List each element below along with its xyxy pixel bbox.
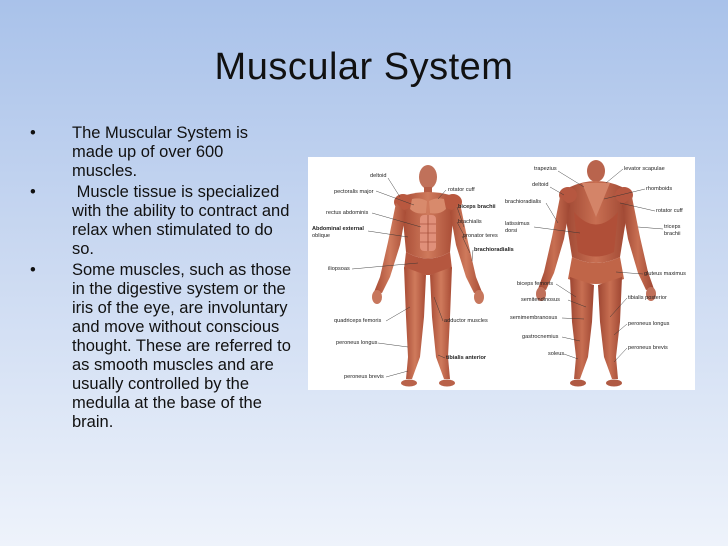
- label-oblique: oblique: [312, 233, 330, 239]
- label-pectoralis-major: pectoralis major: [334, 189, 374, 195]
- label-back-deltoid: deltoid: [532, 182, 548, 188]
- label-tibialis-posterior: tibialis posterior: [628, 295, 667, 301]
- label-quadriceps-femoris: quadriceps femoris: [334, 318, 381, 324]
- label-brachii: brachii: [664, 231, 680, 237]
- label-pronator-teres: pronator teres: [463, 233, 498, 239]
- label-deltoid: deltoid: [370, 173, 386, 179]
- bullet-item: • Muscle tissue is specialized with the …: [30, 183, 292, 259]
- label-abdominal-external: Abdominal external: [312, 226, 364, 232]
- bullet-item: • Some muscles, such as those in the dig…: [30, 261, 292, 432]
- label-triceps: triceps: [664, 224, 681, 230]
- label-peroneus-longus: peroneus longus: [336, 340, 378, 346]
- label-gastrocnemius: gastrocnemius: [522, 334, 559, 340]
- label-back-brachioradialis: brachioradialis: [505, 199, 541, 205]
- back-figure: [536, 160, 656, 387]
- label-dorsi: dorsi: [505, 228, 517, 234]
- label-tibialis-anterior: tibialis anterior: [446, 355, 487, 361]
- label-brachialis: brachialis: [458, 219, 482, 225]
- label-soleus: soleus: [548, 351, 564, 357]
- slide-title: Muscular System: [214, 46, 514, 88]
- label-adductor-muscles: adductor muscles: [444, 318, 488, 324]
- label-biceps-brachii: biceps brachii: [458, 204, 496, 210]
- label-brachioradialis: brachioradialis: [474, 247, 514, 253]
- label-peroneus-brevis: peroneus brevis: [344, 374, 384, 380]
- label-biceps-femoris: biceps femoris: [517, 281, 553, 287]
- bullet-marker: •: [30, 124, 36, 142]
- muscle-diagram: deltoid pectoralis major rotator cuff bi…: [308, 157, 695, 390]
- bullet-text: Muscle tissue is specialized with the ab…: [72, 183, 294, 258]
- label-iliopsoas: iliopsoas: [328, 266, 350, 272]
- label-back-rotator-cuff: rotator cuff: [656, 208, 683, 214]
- bullet-marker: •: [30, 183, 36, 201]
- front-figure: [372, 165, 484, 387]
- label-semimembranosus: semimembranosus: [510, 315, 557, 321]
- label-rectus-abdominis: rectus abdominis: [326, 210, 368, 216]
- bullet-text: The Muscular System is made up of over 6…: [72, 124, 249, 180]
- label-levator-scapulae: levator scapulae: [624, 166, 665, 172]
- muscle-diagram-svg: deltoid pectoralis major rotator cuff bi…: [312, 160, 686, 387]
- bullet-list: • The Muscular System is made up of over…: [30, 124, 292, 434]
- bullet-marker: •: [30, 261, 36, 279]
- label-back-peroneus-longus: peroneus longus: [628, 321, 670, 327]
- label-trapezius: trapezius: [534, 166, 557, 172]
- bullet-text: Some muscles, such as those in the diges…: [72, 261, 292, 431]
- front-labels: deltoid pectoralis major rotator cuff bi…: [312, 173, 514, 380]
- label-rhomboids: rhomboids: [646, 186, 672, 192]
- label-gluteus-maximus: gluteus maximus: [644, 271, 686, 277]
- label-back-peroneus-brevis: peroneus brevis: [628, 345, 668, 351]
- label-latissimus: latissimus: [505, 221, 530, 227]
- bullet-item: • The Muscular System is made up of over…: [30, 124, 292, 181]
- label-rotator-cuff: rotator cuff: [448, 187, 475, 193]
- back-labels: trapezius levator scapulae deltoid rhomb…: [505, 166, 686, 363]
- label-semitendinosus: semitendinosus: [521, 297, 560, 303]
